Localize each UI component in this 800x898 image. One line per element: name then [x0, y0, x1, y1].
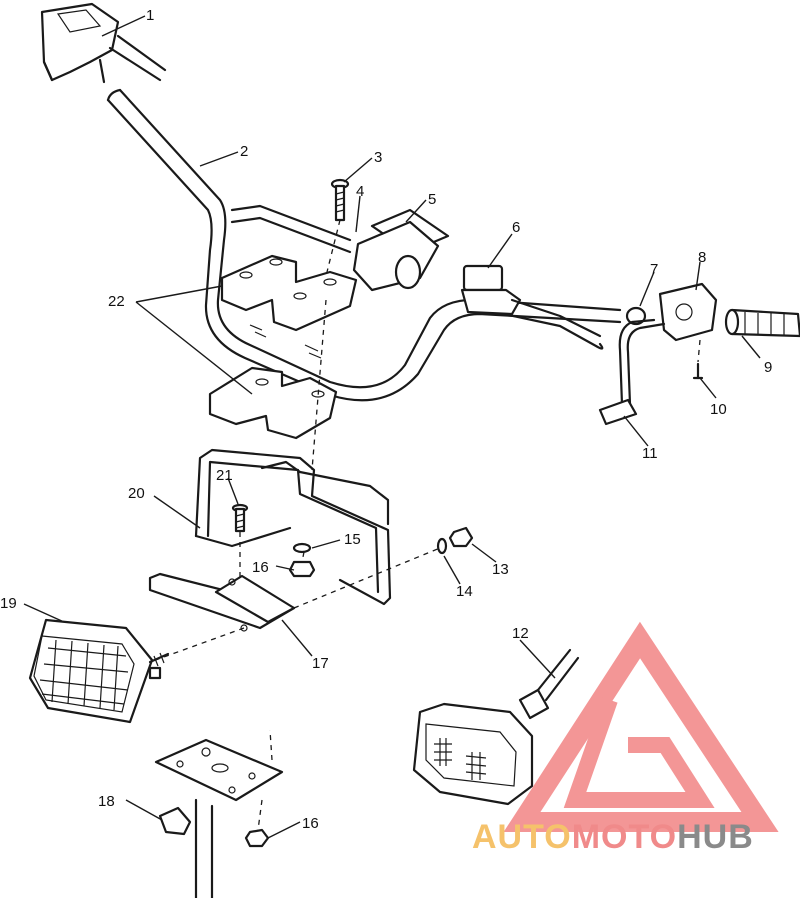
callout-1: 1	[146, 7, 154, 24]
callout-22: 22	[108, 293, 125, 310]
part-8-throttle-housing	[618, 282, 718, 406]
part-6-brake-lever	[460, 264, 604, 350]
part-13-nut	[448, 526, 474, 548]
part-5-pad	[352, 208, 450, 292]
part-14-washer	[436, 537, 448, 555]
part-21-bolt	[231, 503, 249, 533]
callout-13: 13	[492, 561, 509, 578]
part-9-grip	[724, 308, 800, 338]
callout-21: 21	[216, 467, 233, 484]
callout-17: 17	[312, 655, 329, 672]
callout-19: 19	[0, 595, 17, 612]
part-19-headlight-left	[28, 618, 170, 724]
callout-4: 4	[356, 183, 364, 200]
callout-9: 9	[764, 359, 772, 376]
callout-5: 5	[428, 191, 436, 208]
callout-14: 14	[456, 583, 473, 600]
callout-16-upper: 16	[252, 559, 269, 576]
callout-8: 8	[698, 249, 706, 266]
callout-2: 2	[240, 143, 248, 160]
leader-lines	[23, 15, 761, 839]
watermark-auto: AUTO	[472, 818, 572, 856]
callout-7: 7	[650, 261, 658, 278]
svg-text:AUTOMOTOHUB: AUTOMOTOHUB	[472, 818, 754, 856]
watermark-inner-mark	[563, 697, 715, 808]
callout-10: 10	[710, 401, 727, 418]
part-17-plate	[148, 572, 296, 632]
part-10-screw	[692, 362, 704, 380]
callout-15: 15	[344, 531, 361, 548]
callout-6: 6	[512, 219, 520, 236]
callout-20: 20	[128, 485, 145, 502]
part-mount-plate	[154, 738, 284, 898]
part-3-bolt	[330, 178, 350, 222]
watermark-text: AUTOMOTOHUB	[472, 818, 754, 856]
part-20-bracket-frame	[194, 448, 392, 606]
callout-3: 3	[374, 149, 382, 166]
part-11-cable-clip	[598, 398, 638, 426]
part-1-switch-housing	[40, 2, 167, 84]
part-16-nut-lower	[244, 828, 270, 848]
callout-11: 11	[642, 445, 658, 462]
callouts: 1 2 3 4 5 6 7 8 9 10 11 12 13 14 15 16 1…	[0, 7, 772, 832]
part-12-headlight-right	[412, 648, 580, 806]
watermark-moto: MOTO	[572, 818, 677, 856]
watermark-logo	[503, 621, 779, 832]
part-16-nut-upper	[288, 560, 316, 578]
watermark-triangle	[503, 621, 779, 832]
part-15-washer	[292, 542, 312, 554]
part-7-sleeve	[625, 306, 647, 326]
part-18-clip	[158, 806, 192, 836]
part-22-upper-clamp	[220, 254, 358, 332]
watermark-hub: HUB	[677, 818, 754, 856]
callout-18: 18	[98, 793, 115, 810]
callout-12: 12	[512, 625, 529, 642]
assembly-lines	[149, 219, 701, 831]
callout-16-lower: 16	[302, 815, 319, 832]
